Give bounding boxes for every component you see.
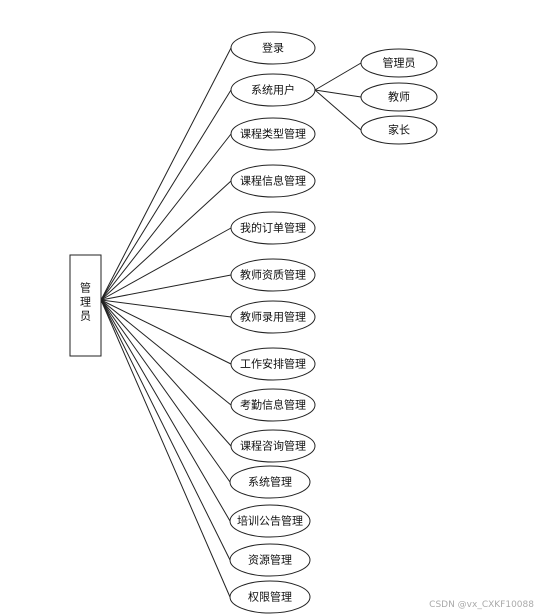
child-label: 系统用户 (251, 83, 295, 97)
edge-root-child (100, 299, 232, 318)
child-oval (230, 429, 316, 463)
edge-sub-child (314, 89, 362, 131)
child-node: 资源管理 (229, 543, 311, 577)
sub-child-oval (360, 82, 438, 112)
root-box (69, 254, 102, 357)
child-oval (229, 465, 311, 499)
child-label: 教师资质管理 (240, 268, 306, 282)
child-oval (230, 73, 316, 107)
edge-sub-child (314, 89, 362, 98)
child-oval (230, 31, 316, 65)
edge-root-child (100, 299, 232, 365)
child-oval (230, 258, 316, 292)
sub-child-label: 管理员 (383, 56, 416, 70)
child-oval (229, 543, 311, 577)
root-label-char: 理 (80, 296, 91, 309)
child-node: 课程信息管理 (230, 164, 316, 198)
child-label: 我的订单管理 (240, 221, 306, 235)
child-oval (230, 300, 316, 334)
child-node: 教师录用管理 (230, 300, 316, 334)
root-label-char: 员 (80, 310, 91, 323)
child-oval (230, 388, 316, 422)
edge-root-child (100, 299, 231, 483)
child-label: 课程信息管理 (240, 174, 306, 188)
edge-root-child (100, 299, 232, 447)
watermark: CSDN @vx_CXKF10088 (429, 600, 534, 610)
child-oval (229, 580, 311, 614)
sub-child-oval (360, 48, 438, 78)
child-oval (230, 117, 316, 151)
child-node: 课程咨询管理 (230, 429, 316, 463)
child-node: 教师资质管理 (230, 258, 316, 292)
child-node: 课程类型管理 (230, 117, 316, 151)
child-label: 课程类型管理 (240, 127, 306, 141)
edge-root-child (100, 299, 231, 561)
edge-root-child (100, 180, 232, 301)
child-oval (230, 164, 316, 198)
sub-child-node: 家长 (360, 115, 438, 145)
root-label-char: 管 (80, 281, 91, 295)
child-label: 资源管理 (248, 553, 292, 567)
child-oval (230, 347, 316, 381)
sub-child-node: 教师 (360, 82, 438, 112)
child-node: 系统用户 (230, 73, 316, 107)
sub-child-label: 教师 (388, 91, 410, 104)
edge-root-child (100, 47, 232, 301)
child-label: 课程咨询管理 (240, 439, 306, 453)
child-label: 系统管理 (248, 475, 292, 489)
edge-root-child (100, 299, 231, 598)
child-node: 我的订单管理 (230, 211, 316, 245)
sub-child-node: 管理员 (360, 48, 438, 78)
root-node: 管理员 (69, 254, 102, 357)
edge-root-child (100, 89, 232, 301)
child-node: 考勤信息管理 (230, 388, 316, 422)
child-label: 考勤信息管理 (240, 398, 306, 412)
nodes: 管理员 登录系统用户课程类型管理课程信息管理我的订单管理教师资质管理教师录用管理工… (69, 31, 438, 614)
sub-child-label: 家长 (388, 123, 410, 137)
child-label: 工作安排管理 (240, 357, 306, 371)
edge-root-child (100, 274, 232, 301)
edge-sub-child (314, 62, 362, 91)
child-node: 培训公告管理 (229, 504, 311, 538)
edges (100, 47, 362, 598)
sub-child-oval (360, 115, 438, 145)
child-node: 权限管理 (229, 580, 311, 614)
child-oval (229, 504, 311, 538)
child-node: 系统管理 (229, 465, 311, 499)
edge-root-child (100, 299, 231, 522)
child-oval (230, 211, 316, 245)
edge-root-child (100, 227, 232, 301)
child-label: 培训公告管理 (237, 514, 303, 528)
edge-root-child (100, 299, 232, 406)
child-node: 工作安排管理 (230, 347, 316, 381)
child-label: 登录 (262, 41, 284, 55)
child-node: 登录 (230, 31, 316, 65)
child-label: 权限管理 (248, 590, 292, 604)
edge-root-child (100, 133, 232, 301)
child-label: 教师录用管理 (240, 310, 306, 324)
